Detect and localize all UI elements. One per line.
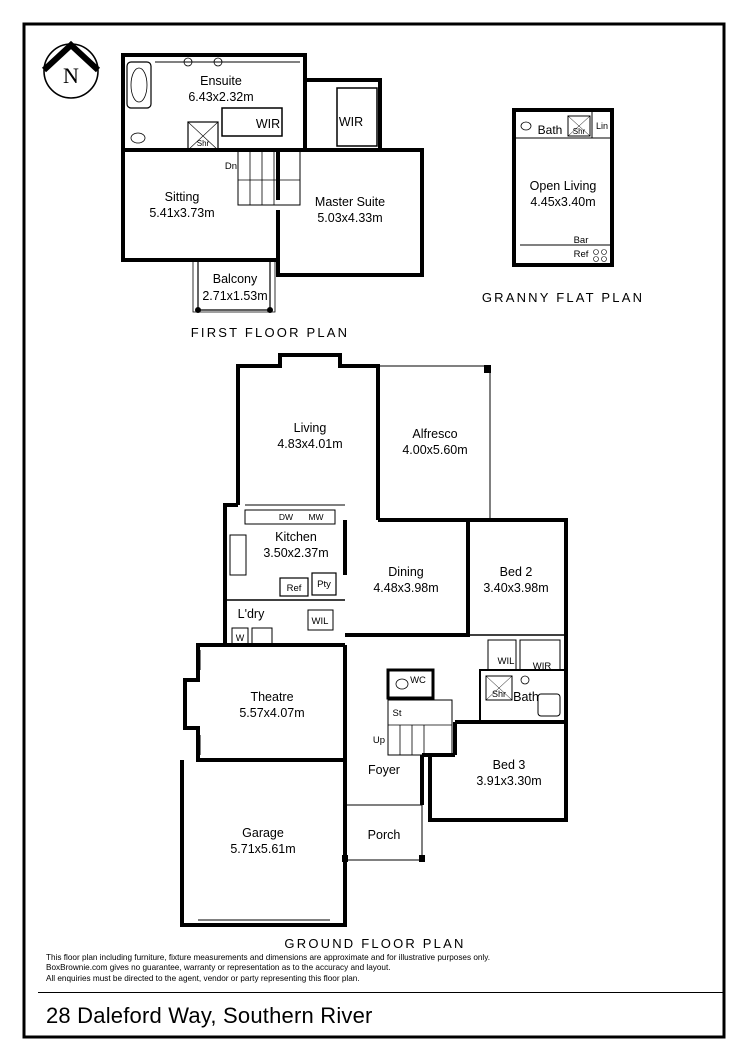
room-dims-master: 5.03x4.33m [317, 211, 382, 225]
disclaimer: This floor plan including furniture, fix… [46, 953, 716, 984]
label-shr: Shr [492, 689, 506, 699]
room-dims-balcony: 2.71x1.53m [202, 289, 267, 303]
address-divider [38, 992, 723, 993]
label-wir-bed: WIR [533, 661, 552, 672]
room-dims-living: 4.83x4.01m [277, 437, 342, 451]
ground-floor-plan [180, 353, 568, 927]
room-name-wir-left: WIR [256, 117, 280, 131]
label-washer: W [236, 633, 245, 643]
room-name-wir-right: WIR [339, 115, 363, 129]
granny-flat-plan [512, 108, 614, 267]
granny-shr: Shr [573, 127, 586, 136]
room-name-dining: Dining [388, 565, 423, 579]
room-dims-kitchen: 3.50x2.37m [263, 546, 328, 560]
room-name-alfresco: Alfresco [412, 427, 457, 441]
room-dims-theatre: 5.57x4.07m [239, 706, 304, 720]
room-name-shr: Shr [197, 139, 210, 148]
granny-open-living-dims: 4.45x3.40m [530, 195, 595, 209]
granny-lin: Lin [596, 121, 608, 131]
stair-up-label: Up [373, 735, 385, 746]
room-name-master: Master Suite [315, 195, 385, 209]
first-floor-title: FIRST FLOOR PLAN [191, 325, 349, 340]
disclaimer-line: All enquiries must be directed to the ag… [46, 973, 360, 983]
room-name-bed3: Bed 3 [493, 758, 526, 772]
page-frame [22, 22, 726, 1039]
room-dims-bed3: 3.91x3.30m [476, 774, 541, 788]
label-wil-bed: WIL [498, 656, 515, 667]
room-dims-alfresco: 4.00x5.60m [402, 443, 467, 457]
room-name-living: Living [294, 421, 327, 435]
room-name-garage: Garage [242, 826, 284, 840]
room-name-ldry: L'dry [238, 607, 265, 621]
room-name-bed2: Bed 2 [500, 565, 533, 579]
granny-bath: Bath [538, 123, 563, 137]
first-floor-plan [121, 53, 424, 313]
granny-open-living-name: Open Living [530, 179, 597, 193]
label-wc: WC [410, 675, 426, 686]
label-pty: Pty [317, 579, 331, 590]
room-name-sitting: Sitting [165, 190, 200, 204]
label-ref: Ref [287, 583, 302, 594]
room-dims-garage: 5.71x5.61m [230, 842, 295, 856]
room-name-foyer: Foyer [368, 763, 400, 777]
granny-bar: Bar [574, 235, 589, 246]
room-name-kitchen: Kitchen [275, 530, 317, 544]
label-wil-ldry: WIL [312, 616, 329, 627]
room-dims-sitting: 5.41x3.73m [149, 206, 214, 220]
property-address: 28 Daleford Way, Southern River [46, 1003, 373, 1028]
disclaimer-line: BoxBrownie.com gives no guarantee, warra… [46, 963, 391, 973]
room-name-porch: Porch [368, 828, 401, 842]
label-mw: MW [308, 512, 323, 522]
label-bath: Bath [513, 690, 539, 704]
label-st: St [393, 708, 402, 719]
room-dims-bed2: 3.40x3.98m [483, 581, 548, 595]
north-compass-icon: N [41, 40, 101, 99]
ground-floor-title: GROUND FLOOR PLAN [284, 936, 465, 951]
stair-dn-label: Dn [225, 161, 237, 172]
room-name-theatre: Theatre [250, 690, 293, 704]
room-dims-ensuite: 6.43x2.32m [188, 90, 253, 104]
room-name-ensuite: Ensuite [200, 74, 242, 88]
disclaimer-line: This floor plan including furniture, fix… [46, 953, 491, 962]
granny-flat-title: GRANNY FLAT PLAN [482, 290, 644, 305]
label-dw: DW [279, 512, 293, 522]
room-dims-dining: 4.48x3.98m [373, 581, 438, 595]
granny-ref: Ref [574, 249, 589, 260]
compass-letter: N [63, 63, 79, 88]
room-name-balcony: Balcony [213, 272, 258, 286]
